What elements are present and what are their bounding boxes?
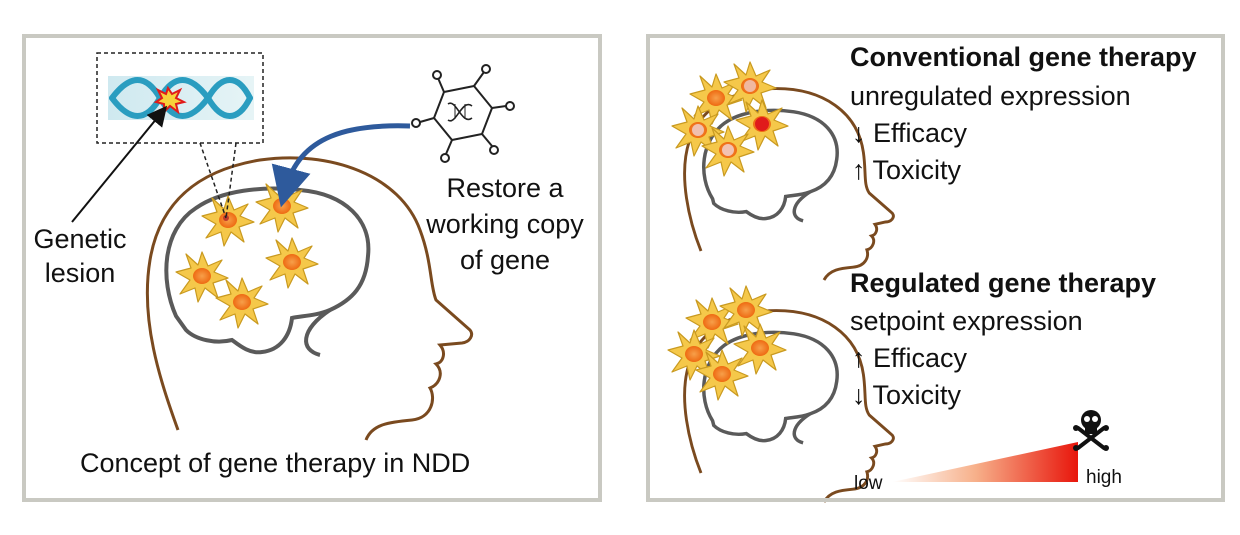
head-outline [145,156,474,441]
restore-gene-label: Restore a working copy of gene [426,173,584,275]
conventional-title: Conventional gene therapy [850,42,1197,72]
genetic-lesion-label: Genetic lesion [33,224,127,288]
regulated-efficacy: ↑ Efficacy [852,343,968,373]
dna-helix-icon [109,77,253,119]
conventional-efficacy: ↓ Efficacy [852,118,968,148]
scale-low-label: low [854,473,883,494]
regulated-toxicity: ↓ Toxicity [852,380,962,410]
viral-vector-icon [411,64,515,163]
regulated-title: Regulated gene therapy [850,268,1157,298]
scale-high-label: high [1086,467,1122,488]
skull-crossbones-icon [1073,410,1109,451]
dna-zoom-box [96,52,264,144]
lesion-burst-icon [153,85,187,115]
regulated-subtitle: setpoint expression [850,306,1083,336]
conventional-subtitle: unregulated expression [850,81,1131,111]
left-caption: Concept of gene therapy in NDD [80,448,471,478]
conventional-toxicity: ↑ Toxicity [852,155,962,185]
expression-scale [892,442,1078,482]
right-panel [646,34,1225,502]
delivery-arrow [271,123,411,208]
